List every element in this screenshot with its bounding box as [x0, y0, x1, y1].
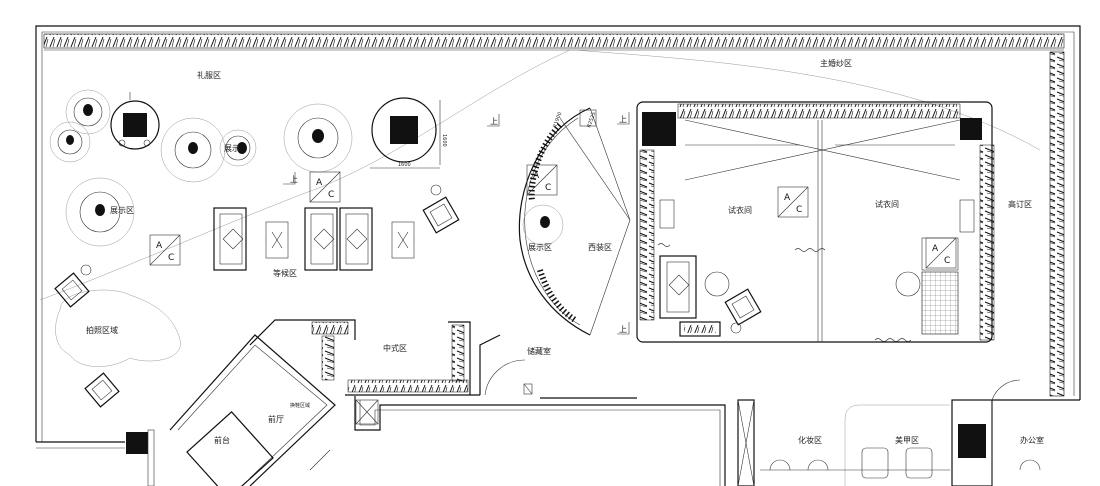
- stair-up-4: 上: [619, 325, 627, 334]
- section-marker-3: A C: [526, 164, 558, 196]
- section-marker-4: A C: [777, 186, 809, 218]
- label-suit-area: 西装区: [588, 242, 612, 252]
- label-main-wedding-area: 主婚纱区: [820, 58, 852, 68]
- marker-c: C: [168, 253, 174, 263]
- label-custom-area: 高订区: [1008, 199, 1032, 209]
- stair-up-1: 上: [290, 175, 298, 184]
- section-marker-1: A C: [149, 234, 181, 266]
- dimension-r1900: R1900: [552, 111, 563, 128]
- marker-a: A: [533, 171, 540, 181]
- marker-c: C: [796, 205, 802, 215]
- dimension-1600-h: 1600: [398, 162, 411, 168]
- marker-a: A: [156, 241, 163, 251]
- label-fitting-room-1: 试衣间: [728, 205, 752, 215]
- label-display-2: 展示区: [110, 206, 134, 215]
- stair-marks: 上 上 上 上: [283, 112, 630, 335]
- suit-area-curve: [518, 107, 631, 336]
- marker-a: A: [932, 244, 939, 254]
- dimension-1600-v: 1600: [441, 134, 447, 147]
- label-reception: 前台: [214, 435, 230, 445]
- top-garment-rack: [43, 33, 1065, 49]
- label-makeup-area: 化妆区: [798, 435, 822, 445]
- label-fitting-room-2: 试衣间: [875, 199, 899, 209]
- dress-displays: [49, 89, 441, 247]
- label-office: 办公室: [1020, 435, 1044, 445]
- label-display-3: 展示区: [528, 243, 552, 252]
- chinese-storage: [249, 319, 637, 399]
- label-lobby: 前厅: [268, 414, 284, 424]
- label-display-1: 展示: [224, 144, 240, 153]
- waiting-furniture: [213, 184, 460, 271]
- bottom-right-rooms: [737, 379, 1080, 486]
- label-chinese-area: 中式区: [383, 343, 407, 353]
- lobby: [126, 334, 726, 486]
- dimension-r2525: R2525: [586, 111, 597, 128]
- label-dress-area: 礼服区: [197, 70, 221, 80]
- label-waiting-area: 等候区: [273, 268, 297, 278]
- label-shoe-change: 换鞋区域: [290, 402, 310, 409]
- stair-up-3: 上: [619, 115, 627, 124]
- fitting-rooms: [636, 101, 995, 343]
- section-marker-5: A C: [925, 237, 957, 269]
- stair-up-2: 上: [490, 117, 498, 126]
- label-nail-area: 美甲区: [895, 435, 919, 445]
- marker-a: A: [784, 193, 791, 203]
- marker-a: A: [316, 178, 323, 188]
- right-garment-rack: [1049, 51, 1065, 397]
- label-photo-area: 拍照区域: [86, 325, 118, 335]
- section-marker-2: A C: [309, 171, 341, 203]
- outer-walls: [35, 25, 1081, 449]
- photo-area-shape: [54, 264, 181, 408]
- marker-c: C: [545, 183, 551, 193]
- label-storage-room: 储藏室: [527, 346, 551, 356]
- marker-c: C: [328, 190, 334, 200]
- marker-c: C: [944, 256, 950, 266]
